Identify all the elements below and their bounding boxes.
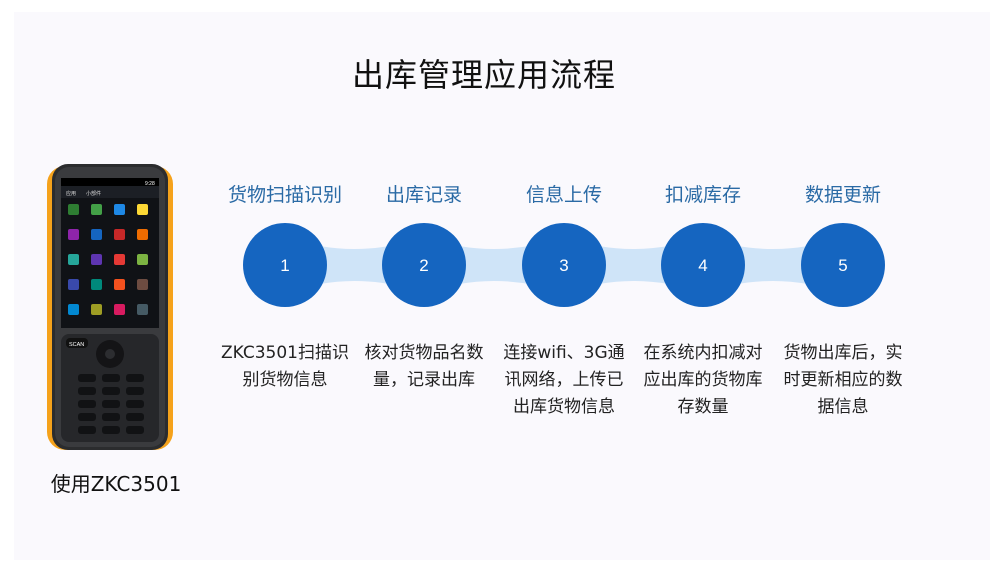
app-icon <box>137 304 148 315</box>
step-3-description: 连接wifi、3G通讯网络，上传已出库货物信息 <box>503 343 625 417</box>
app-icon <box>137 279 148 290</box>
keypad-key <box>102 413 120 421</box>
app-icon <box>91 229 102 240</box>
keypad-key <box>126 413 144 421</box>
app-icon <box>114 254 125 265</box>
step-1-number: 1 <box>280 256 289 275</box>
app-icon <box>68 204 79 215</box>
keypad-key <box>126 400 144 408</box>
scan-key-label: SCAN <box>69 342 84 348</box>
keypad-keys <box>78 374 144 434</box>
device-screen <box>61 178 159 328</box>
step-5-number: 5 <box>838 256 847 275</box>
app-icon <box>68 254 79 265</box>
keypad-key <box>78 426 96 434</box>
step-2-circle <box>382 223 466 307</box>
app-icon-grid <box>68 204 148 315</box>
app-icon <box>91 204 102 215</box>
device-caption: 使用ZKC3501 <box>50 472 182 496</box>
status-time: 9:28 <box>145 181 155 187</box>
app-icon <box>114 204 125 215</box>
app-icon <box>137 254 148 265</box>
keypad-key <box>78 413 96 421</box>
step-3-number: 3 <box>559 256 568 275</box>
step-3-title: 信息上传 <box>525 184 602 206</box>
step-1-description: ZKC3501扫描识别货物信息 <box>221 343 349 390</box>
screen-tab-apps: 应用 <box>66 190 76 197</box>
keypad-key <box>78 374 96 382</box>
app-icon <box>91 279 102 290</box>
app-icon <box>68 279 79 290</box>
step-2-description: 核对货物品名数量，记录出库 <box>364 343 484 390</box>
app-icon <box>137 229 148 240</box>
app-icon <box>91 254 102 265</box>
screen-tab-widgets: 小部件 <box>86 190 101 197</box>
app-icon <box>137 204 148 215</box>
step-4-number: 4 <box>698 256 707 275</box>
step-3-circle <box>522 223 606 307</box>
app-icon <box>68 304 79 315</box>
keypad-key <box>78 400 96 408</box>
keypad-key <box>102 387 120 395</box>
step-5-description: 货物出库后，实时更新相应的数据信息 <box>783 343 903 417</box>
step-5-circle <box>801 223 885 307</box>
step-4-circle <box>661 223 745 307</box>
app-icon <box>114 304 125 315</box>
step-2-title: 出库记录 <box>385 184 462 206</box>
step-4-description: 在系统内扣减对应出库的货物库存数量 <box>643 343 763 417</box>
keypad-key <box>102 374 120 382</box>
app-icon <box>114 279 125 290</box>
step-5-title: 数据更新 <box>804 184 881 206</box>
keypad-key <box>126 426 144 434</box>
keypad-key <box>78 387 96 395</box>
keypad-key <box>126 387 144 395</box>
keypad-key <box>102 400 120 408</box>
step-1-title: 货物扫描识别 <box>227 184 342 206</box>
keypad-key <box>102 426 120 434</box>
step-1-circle <box>243 223 327 307</box>
keypad-key <box>126 374 144 382</box>
app-icon <box>68 229 79 240</box>
app-icon <box>114 229 125 240</box>
device-illustration: 9:28 应用 小部件 SCAN <box>47 164 173 450</box>
app-icon <box>91 304 102 315</box>
step-4-title: 扣减库存 <box>664 184 741 206</box>
page-title: 出库管理应用流程 <box>351 56 616 94</box>
step-2-number: 2 <box>419 256 428 275</box>
